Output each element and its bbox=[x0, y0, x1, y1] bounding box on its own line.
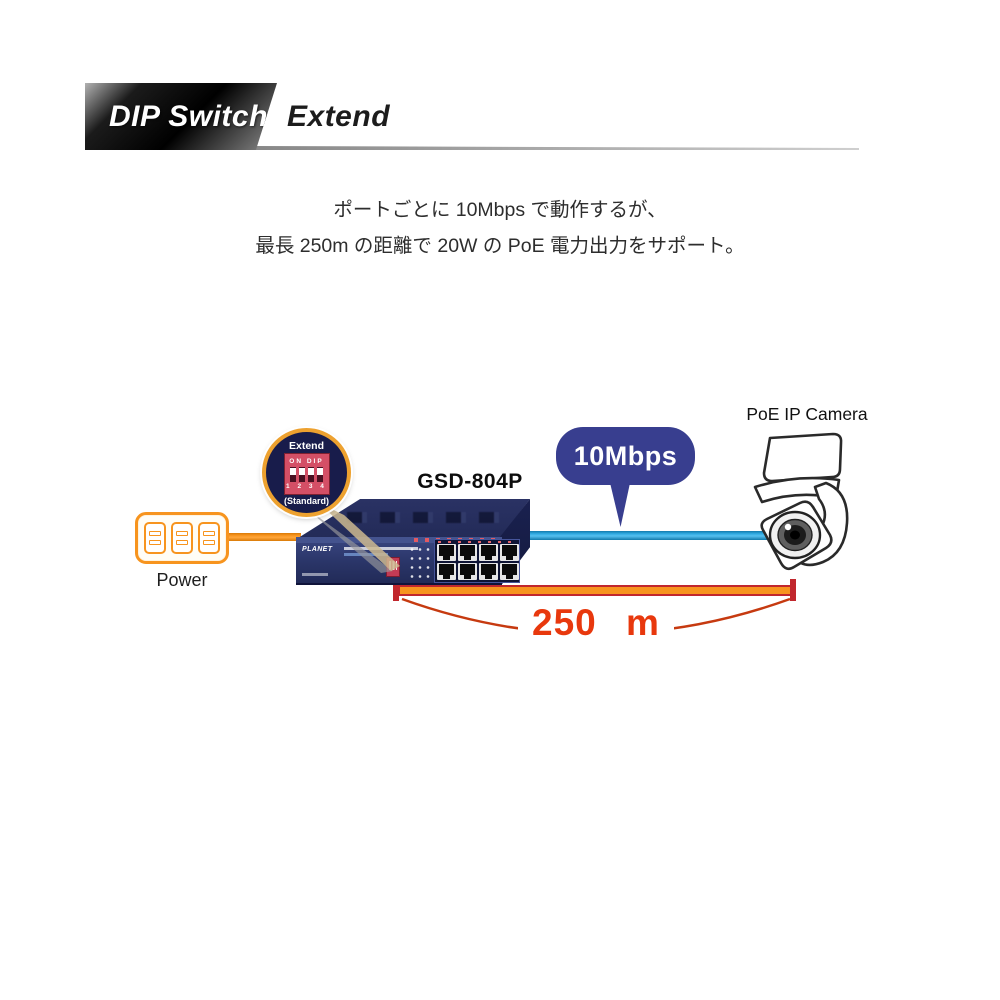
dip-switch-lever bbox=[290, 466, 296, 482]
dip-switch-detail-circle: Extend ON DIP 1 2 3 4 (Standard) bbox=[262, 428, 351, 517]
dip-switch-block: ON DIP 1 2 3 4 bbox=[283, 452, 330, 495]
power-strip-icon bbox=[135, 512, 229, 564]
page-title: DIP Switch bbox=[109, 99, 268, 133]
header-banner: DIP Switch bbox=[85, 83, 277, 150]
poe-camera-icon bbox=[753, 432, 849, 571]
dip-note-label: (Standard) bbox=[284, 495, 329, 506]
dip-switch-lever bbox=[308, 466, 314, 482]
speed-bubble: 10Mbps bbox=[556, 427, 695, 485]
rj45-port bbox=[479, 563, 498, 580]
dip-switch-numbers: 1 2 3 4 bbox=[286, 482, 327, 490]
page-subtitle: Extend bbox=[287, 100, 391, 133]
speed-label: 10Mbps bbox=[573, 440, 678, 471]
camera-label: PoE IP Camera bbox=[746, 404, 868, 424]
dip-switch-icon bbox=[386, 557, 400, 577]
switch-model-label: GSD-804P bbox=[417, 470, 523, 493]
panel-model-bar bbox=[302, 573, 328, 576]
dip-switch-row bbox=[290, 466, 323, 482]
header-divider bbox=[253, 146, 859, 150]
rj45-port-block bbox=[434, 539, 520, 583]
panel-text-bar bbox=[344, 553, 388, 556]
dip-switch-lever bbox=[317, 466, 323, 482]
rj45-port bbox=[500, 544, 519, 561]
outlet-icon bbox=[198, 522, 220, 554]
rj45-port bbox=[437, 544, 456, 561]
description-text: ポートごとに 10Mbps で動作するが、 最長 250m の距離で 20W の… bbox=[0, 192, 1000, 264]
distance-label: 250 m bbox=[466, 602, 726, 644]
distance-cap-right bbox=[790, 579, 796, 601]
outlet-icon bbox=[171, 522, 193, 554]
rj45-port bbox=[458, 544, 477, 561]
ethernet-cable bbox=[518, 531, 800, 540]
dip-mode-label: Extend bbox=[288, 439, 324, 452]
rj45-port bbox=[479, 544, 498, 561]
power-cable bbox=[225, 533, 301, 541]
distance-cap-left bbox=[393, 579, 399, 601]
brand-logo: PLANET bbox=[302, 546, 333, 553]
led-indicators bbox=[408, 545, 434, 579]
rj45-port bbox=[437, 563, 456, 580]
dip-row-header: ON DIP bbox=[289, 457, 324, 465]
rj45-port bbox=[500, 563, 519, 580]
switch-front-panel: PLANET bbox=[296, 537, 520, 585]
panel-text-bar bbox=[344, 547, 418, 550]
dip-switch-lever bbox=[299, 466, 305, 482]
rj45-port-grid bbox=[437, 544, 519, 580]
power-label: Power bbox=[156, 570, 208, 590]
rj45-port bbox=[458, 563, 477, 580]
description-line-2: 最長 250m の距離で 20W の PoE 電力出力をサポート。 bbox=[255, 235, 745, 257]
description-line-1: ポートごとに 10Mbps で動作するが、 bbox=[333, 199, 667, 221]
outlet-icon bbox=[144, 522, 166, 554]
speed-bubble-tail bbox=[609, 480, 631, 527]
